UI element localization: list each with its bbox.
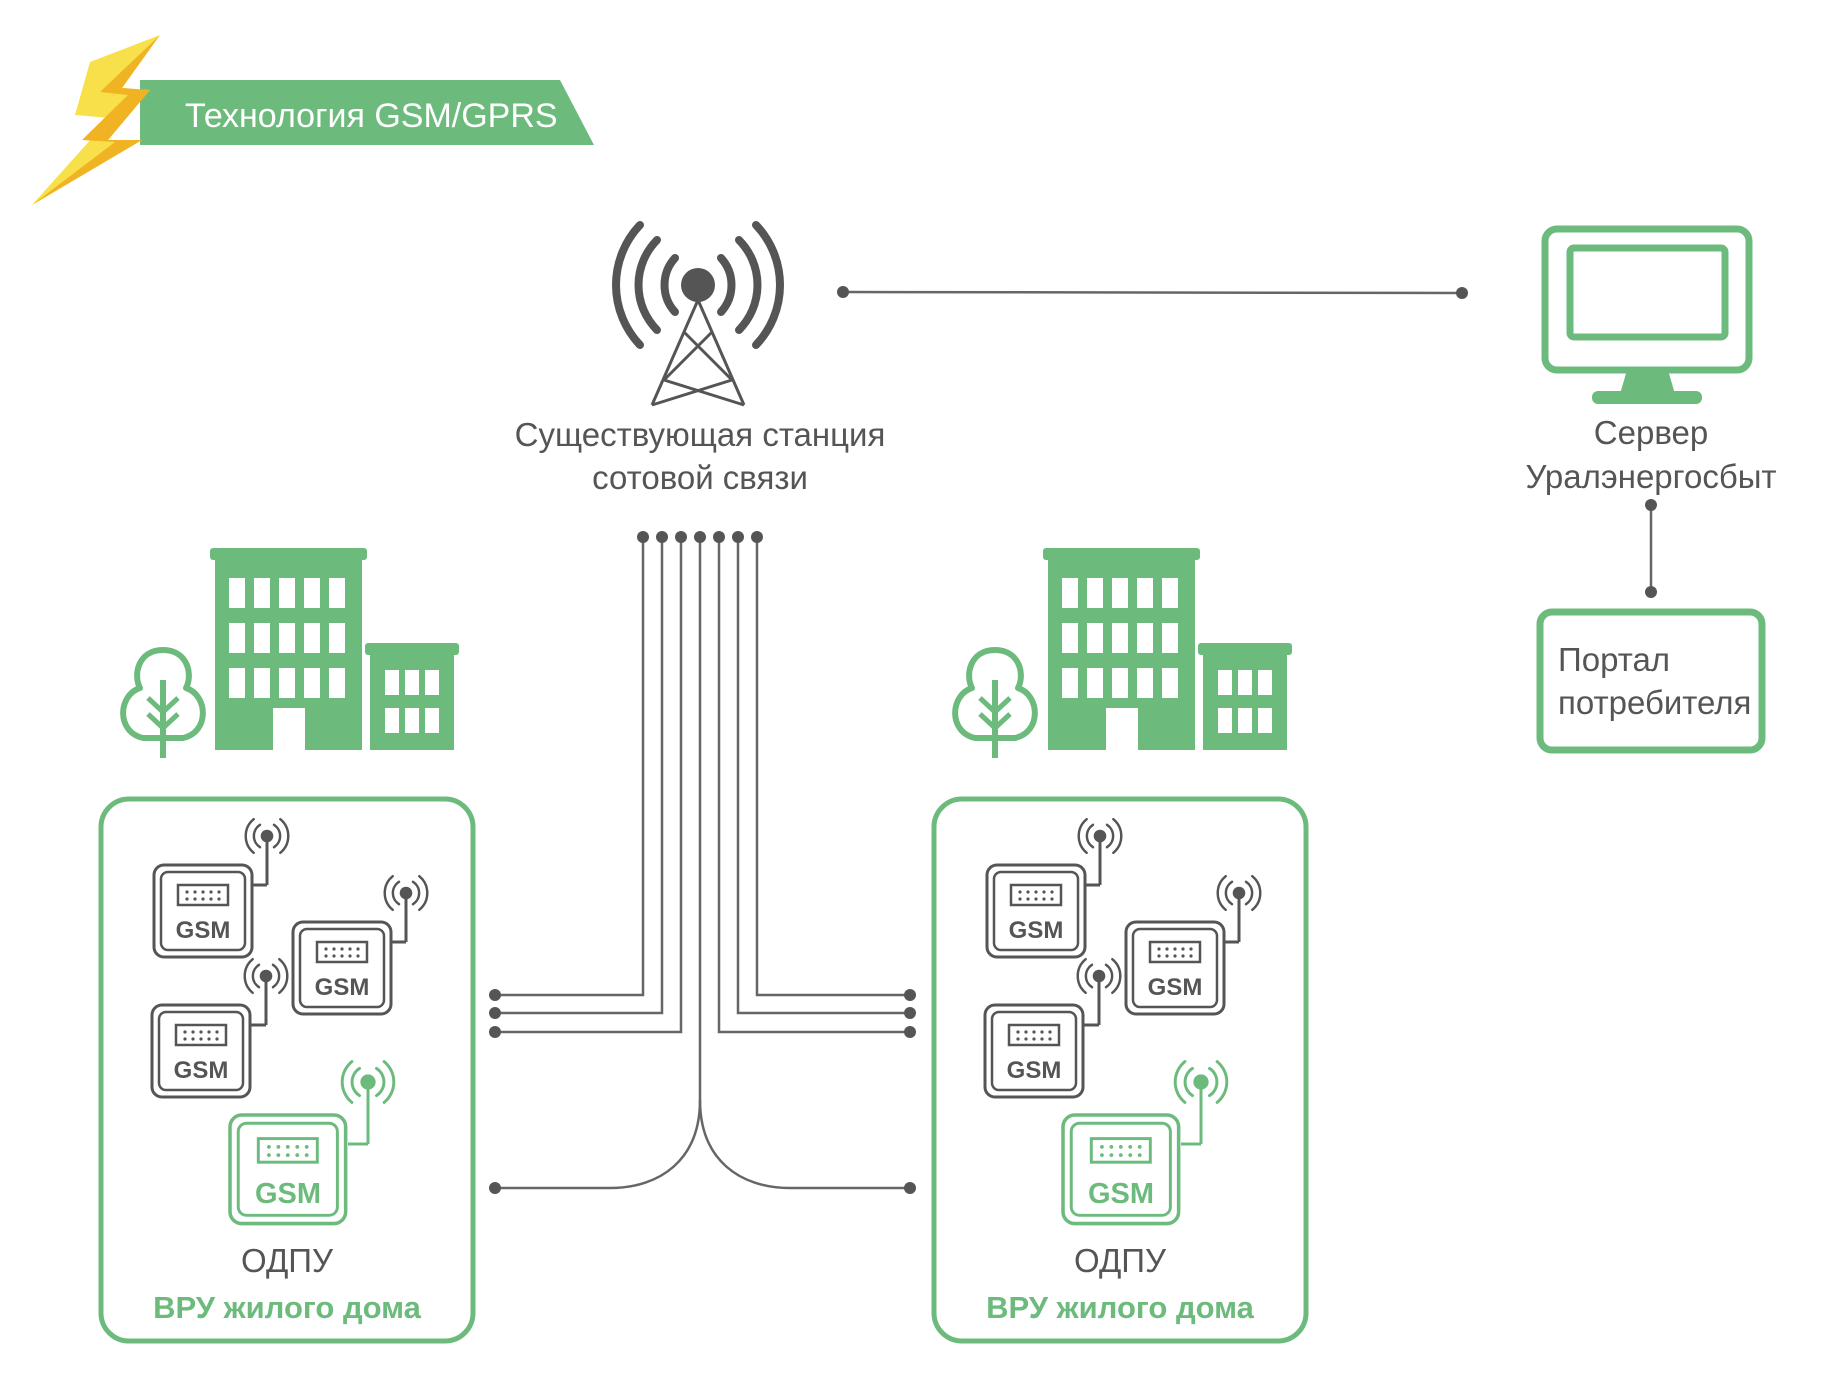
meter-label: GSM xyxy=(174,1057,229,1084)
server-label-line1: Сервер xyxy=(1594,414,1708,451)
gsm-meter: GSM xyxy=(291,874,429,1016)
header: Технология GSM/GPRS xyxy=(32,35,594,205)
portal-label-line1: Портал xyxy=(1558,641,1670,678)
gsm-meter: GSM xyxy=(1124,874,1262,1016)
odpu-label: ОДПУ xyxy=(1074,1242,1167,1279)
lightning-bolt-icon xyxy=(32,35,160,205)
gsm-meter: GSM xyxy=(983,957,1122,1099)
tree-icon xyxy=(955,650,1035,758)
odpu-label: ОДПУ xyxy=(241,1242,334,1279)
meter-label: GSM xyxy=(1148,974,1203,1001)
vru-caption: ВРУ жилого дома xyxy=(153,1290,422,1325)
monitor-icon xyxy=(1541,225,1753,404)
gsm-meter: GSM xyxy=(150,957,289,1099)
server: Сервер Уралэнергосбыт xyxy=(1525,225,1777,495)
title-banner xyxy=(140,80,594,145)
building-icon xyxy=(210,548,459,750)
building-icon xyxy=(1043,548,1292,750)
tower-label-line1: Существующая станция xyxy=(515,416,886,453)
vru-box xyxy=(931,796,1309,1344)
meter-label: GSM xyxy=(1009,917,1064,944)
meter-label: GSM xyxy=(1007,1057,1062,1084)
server-portal-link xyxy=(1645,499,1657,598)
meter-label: GSM xyxy=(315,974,370,1001)
gsm-meter: GSM xyxy=(152,817,290,959)
vru-box xyxy=(98,796,476,1344)
house-right: GSM GSM GSM GSM ОДПУ ВРУ жилого дома xyxy=(931,548,1309,1344)
odpu-meter: GSM xyxy=(228,1060,396,1226)
server-label-line2: Уралэнергосбыт xyxy=(1525,458,1776,495)
cell-tower: Существующая станция сотовой связи xyxy=(515,221,886,496)
vru-caption: ВРУ жилого дома xyxy=(986,1290,1255,1325)
tower-label-line2: сотовой связи xyxy=(592,459,808,496)
cell-tower-icon xyxy=(612,221,784,407)
tower-server-link xyxy=(837,286,1468,299)
portal-box xyxy=(1536,608,1766,754)
consumer-portal: Портал потребителя xyxy=(1536,608,1766,754)
meter-label: GSM xyxy=(176,917,231,944)
tree-icon xyxy=(123,650,203,758)
gsm-meter: GSM xyxy=(985,817,1123,959)
odpu-meter-label: GSM xyxy=(255,1178,321,1210)
house-left: GSM GSM GSM GSM ОДПУ ВРУ жилого дома xyxy=(98,548,476,1344)
odpu-meter-label: GSM xyxy=(1088,1178,1154,1210)
odpu-meter: GSM xyxy=(1061,1060,1229,1226)
tower-wires xyxy=(489,531,916,1194)
header-title: Технология GSM/GPRS xyxy=(185,97,558,135)
portal-label-line2: потребителя xyxy=(1558,684,1751,721)
